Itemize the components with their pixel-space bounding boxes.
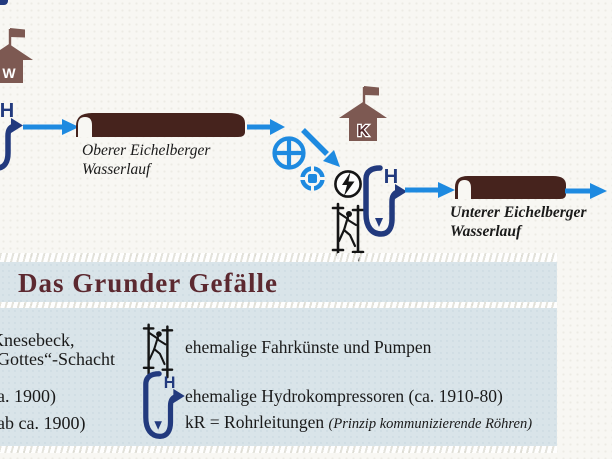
legend-text-kr-prefix: kR = Rohrleitungen: [185, 412, 329, 432]
legend-text-fahrkunst: ehemalige Fahrkünste und Pumpen: [185, 337, 432, 357]
hydro-left-label: H: [0, 100, 14, 122]
hydrocompressor-icon-left: H: [0, 100, 23, 171]
water-wheel-icon: [300, 166, 325, 191]
hatch-strip-top: [0, 253, 557, 262]
hatch-strip-bottom: [0, 445, 557, 453]
winding-house-k-icon: K: [339, 86, 387, 141]
unterer-wasserlauf-label: Unterer Eichelberger Wasserlauf: [450, 203, 586, 241]
cross-circle-icon: [272, 136, 306, 170]
hydro-mid-label: H: [384, 166, 398, 188]
legend-text-kr: kR = Rohrleitungen (Prinzip kommuniziere…: [185, 412, 532, 433]
house-k-letter: K: [357, 123, 369, 140]
hydrocompressor-icon-legend: H: [143, 371, 185, 440]
winding-house-w-icon: W: [0, 28, 33, 83]
unterer-wasserlauf-tunnel: [455, 176, 566, 199]
hatch-strip-middle: [0, 301, 557, 309]
oberer-wasserlauf-tunnel: [76, 113, 245, 137]
page-title: Das Grunder Gefälle: [18, 268, 278, 298]
cutoff-pipe-fragment: [0, 0, 8, 5]
oberer-label-line2: Wasserlauf: [82, 161, 151, 178]
flow-arrow-1: [23, 119, 79, 135]
oberer-label-line1: Oberer Eichelberger: [82, 142, 211, 159]
legend-fragment-ca-1900: a. 1900): [0, 386, 56, 406]
legend-panel: [0, 308, 557, 446]
house-w-letter: W: [2, 65, 16, 81]
legend-text-hydro: ehemalige Hydrokompressoren (ca. 1910-80…: [185, 386, 503, 406]
flow-arrow-3: [405, 182, 455, 198]
fahrkunst-icon-main: [331, 202, 365, 262]
title-band: [0, 262, 557, 302]
electric-power-icon: [334, 170, 362, 198]
oberer-wasserlauf-label: Oberer Eichelberger Wasserlauf: [82, 141, 210, 179]
flow-arrow-4: [565, 183, 607, 199]
hydrocompressor-icon-mid: H: [363, 165, 407, 237]
unterer-label-line2: Wasserlauf: [450, 223, 522, 240]
flow-arrow-2: [247, 119, 285, 135]
unterer-label-line1: Unterer Eichelberger: [450, 204, 587, 221]
hydro-legend-label: H: [164, 374, 176, 392]
flow-arrow-diagonal: [301, 128, 340, 167]
fahrkunst-icon-legend: [142, 323, 174, 379]
legend-fragment-gottes-schacht: Gottes“-Schacht: [0, 349, 115, 369]
legend-text-kr-italic: (Prinzip kommunizierende Röhren): [328, 416, 533, 432]
legend-fragment-knesebeck: Knesebeck,: [0, 330, 75, 350]
legend-fragment-ab-ca-1900: ab ca. 1900): [0, 413, 86, 433]
